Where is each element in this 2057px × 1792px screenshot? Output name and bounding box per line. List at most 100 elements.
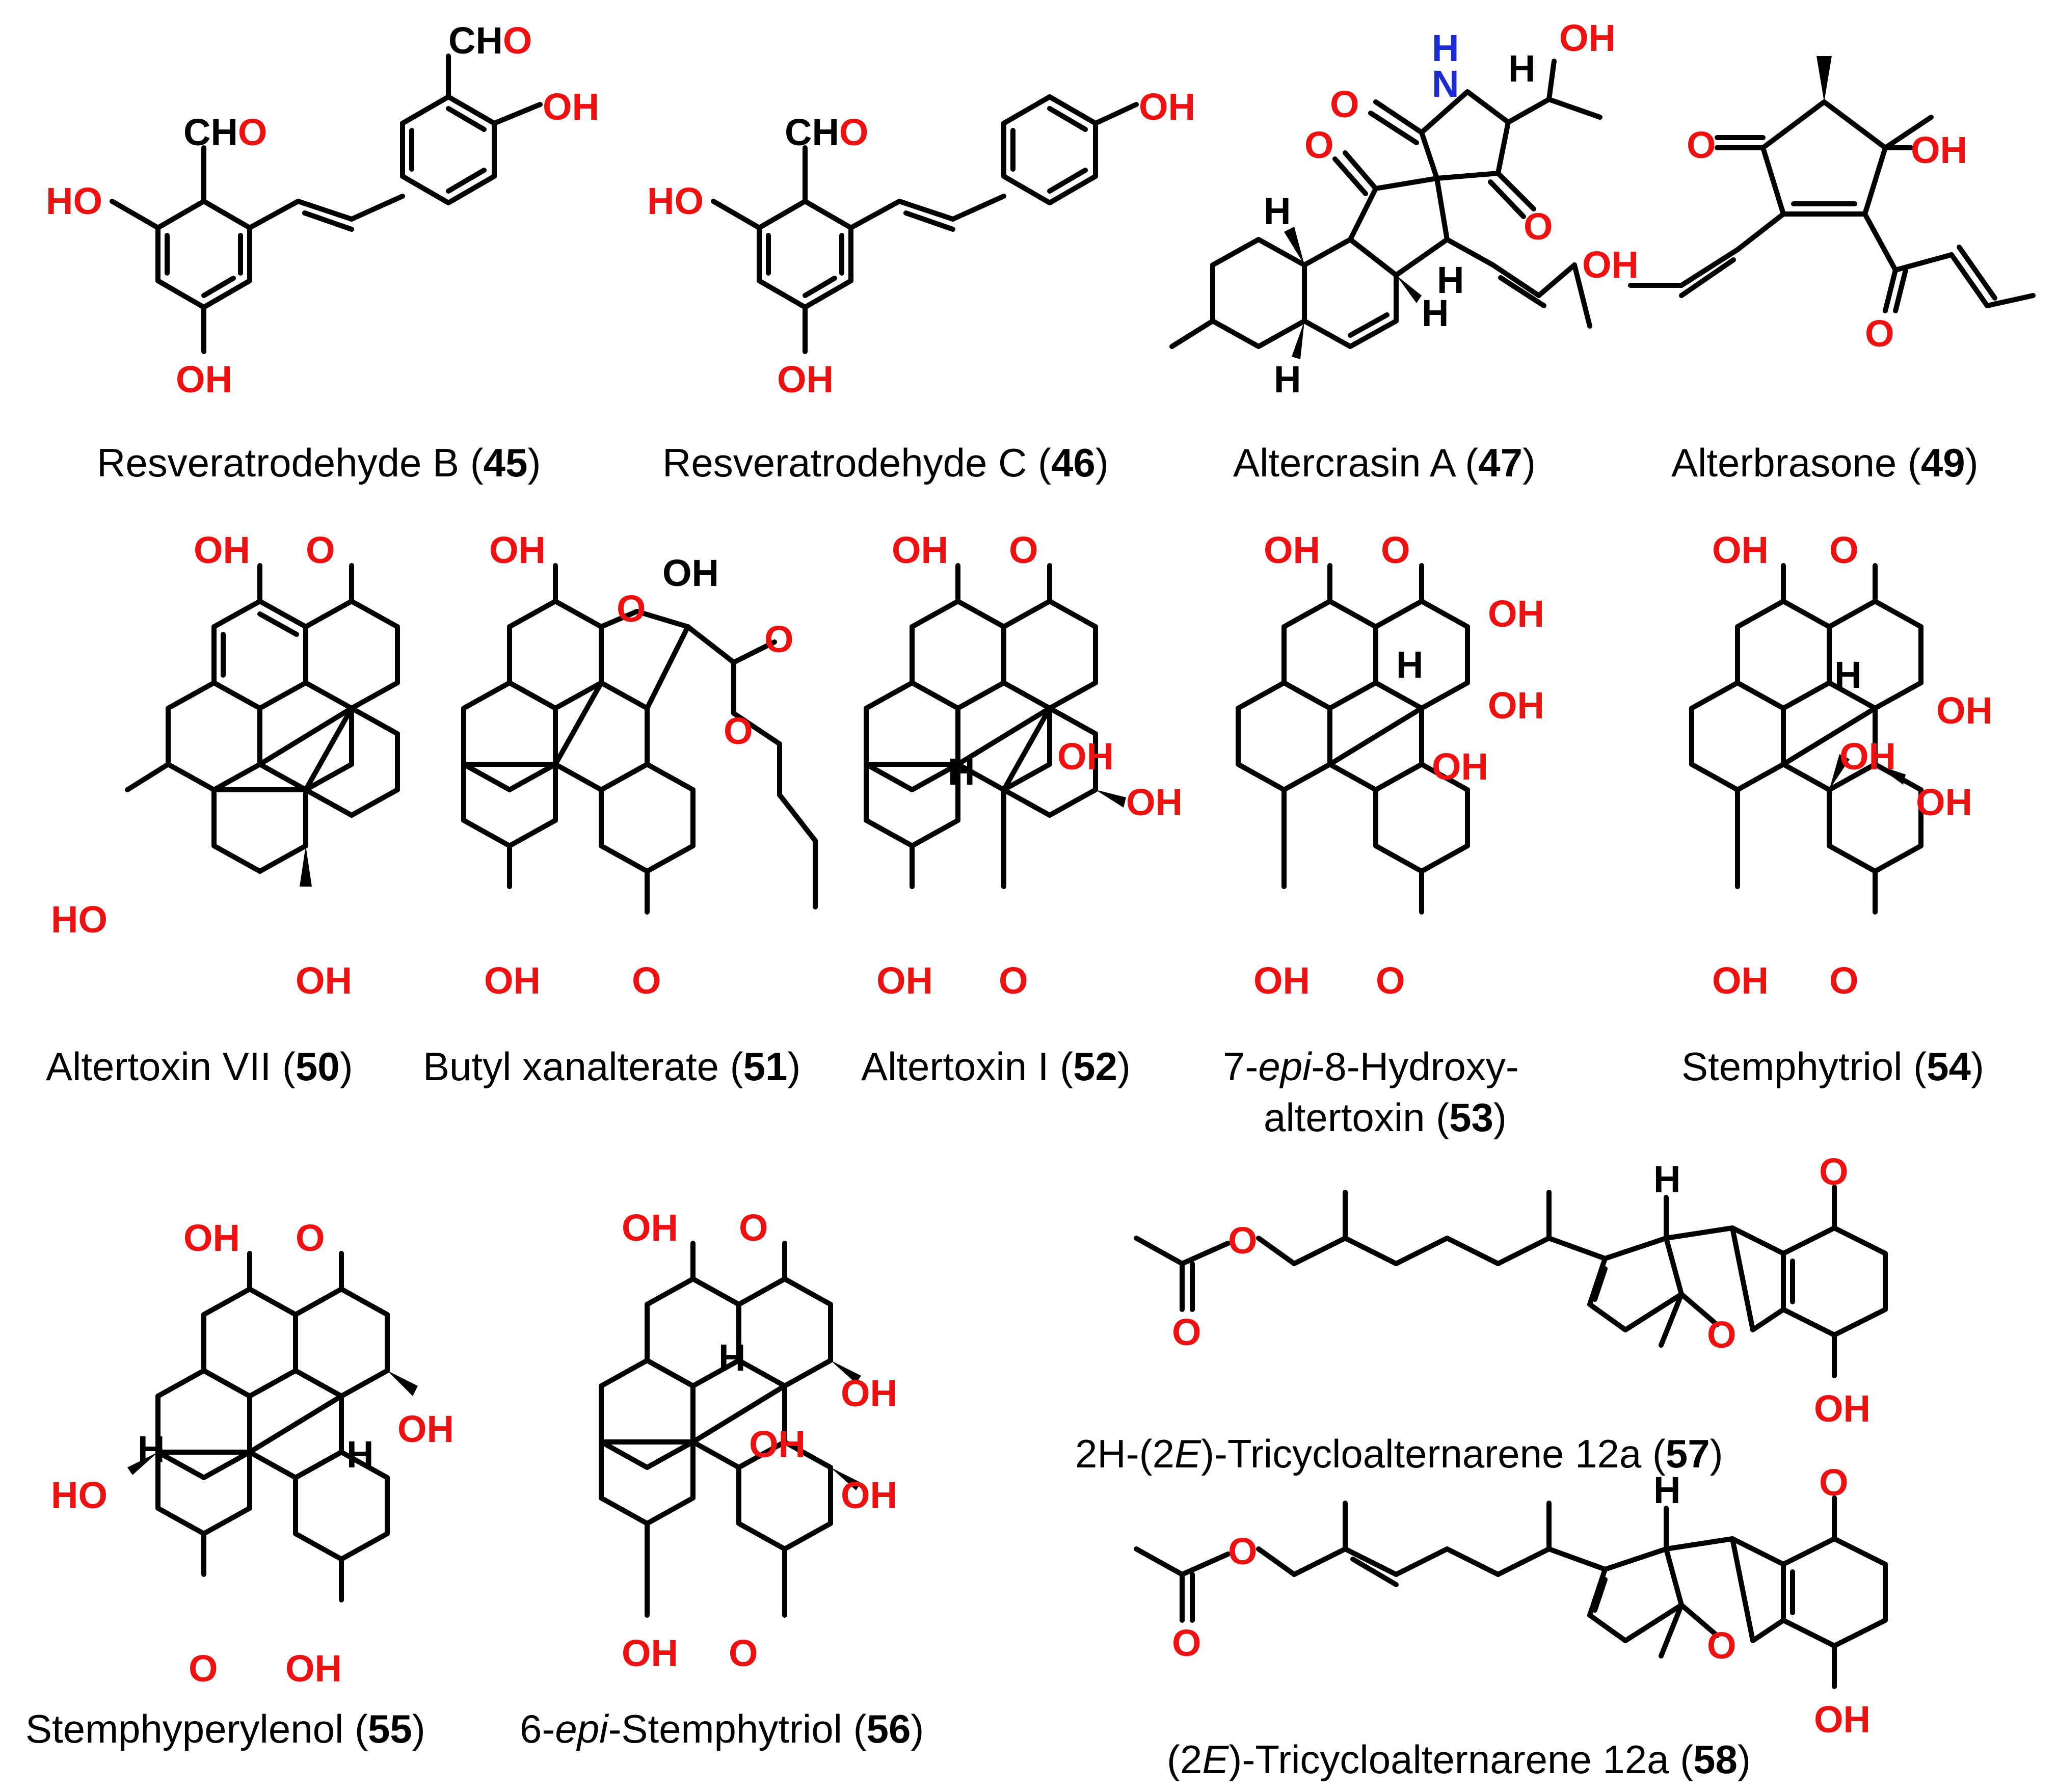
- cho-carbon-label: CH: [448, 19, 503, 62]
- structure-46: CHO HO OH OH Resveratrodehyde C (46): [647, 86, 1195, 485]
- caption-47: Altercrasin A (47): [1233, 440, 1536, 485]
- hydroxy-label: OH: [1712, 959, 1769, 1002]
- stereo-hydrogen-label: H: [1508, 47, 1535, 90]
- cho-carbon-label: CH: [785, 111, 839, 153]
- stereo-hydrogen-label: H: [1653, 1469, 1680, 1511]
- hydroxy-label: OH: [1488, 593, 1544, 635]
- hydroxy-label: OH: [1936, 689, 1993, 732]
- amide-nitrogen-label: N: [1432, 63, 1459, 105]
- hydroxy-label: OH: [1432, 745, 1488, 788]
- structure-53: OH O OH H OH OH OH O 7-epi-8-Hydroxy- al…: [1223, 529, 1544, 1140]
- stereo-hydrogen-label: H: [1422, 292, 1449, 334]
- ester-oxygen-label: O: [1228, 1530, 1258, 1572]
- amide-hydrogen-label: H: [1432, 27, 1459, 69]
- carbonyl-oxygen-label: O: [1687, 124, 1716, 166]
- carbonyl-oxygen-label: O: [729, 1632, 758, 1674]
- hydroxy-label: OH: [296, 959, 352, 1002]
- hydroxy-label: OH: [397, 1408, 454, 1450]
- caption-52: Altertoxin I (52): [861, 1044, 1131, 1089]
- stereo-hydrogen-label: H: [718, 1336, 745, 1379]
- caption-46: Resveratrodehyde C (46): [662, 440, 1109, 485]
- svg-text:CHO: CHO: [785, 111, 868, 153]
- structure-58: O O H O O OH (2E)-Tricycloalternarene 12…: [1134, 1461, 1888, 1782]
- structure-57: O O H O O OH 2H-(2E)-Tricycloalternarene…: [1075, 1151, 1888, 1476]
- carbonyl-oxygen-label: O: [1524, 205, 1553, 248]
- carbonyl-oxygen-label: O: [1376, 959, 1405, 1002]
- hydroxy-label: OH: [1814, 1387, 1871, 1430]
- caption-54: Stemphytriol (54): [1681, 1044, 1984, 1089]
- hydroxy-label: HO: [51, 1474, 108, 1516]
- ester-oxygen-label: O: [1228, 1219, 1258, 1262]
- carbonyl-oxygen-label: O: [1304, 124, 1334, 166]
- hydroxy-label: OH: [1264, 529, 1320, 571]
- caption-53-line2: altertoxin (53): [1264, 1095, 1507, 1140]
- hydroxy-label: OH: [892, 529, 948, 571]
- hydroxy-label: OH: [749, 1423, 806, 1465]
- hydroxy-label: OH: [662, 552, 719, 594]
- hydroxy-label: OH: [484, 959, 541, 1002]
- carbonyl-oxygen-label: O: [306, 529, 335, 571]
- structure-49: O OH O Alterbrasone (49): [1628, 56, 2036, 485]
- caption-53-line1: 7-epi-8-Hydroxy-: [1223, 1044, 1519, 1089]
- carbonyl-oxygen-label: O: [1819, 1461, 1849, 1504]
- hydroxy-label: OH: [1057, 735, 1114, 778]
- stereo-hydrogen-label: H: [346, 1433, 373, 1476]
- stereo-hydrogen-label: H: [1274, 358, 1301, 400]
- caption-45: Resveratrodehyde B (45): [97, 440, 541, 485]
- hydroxy-label: OH: [1253, 959, 1310, 1002]
- hydroxy-label: OH: [183, 1217, 240, 1259]
- ring-oxygen-label: O: [1707, 1314, 1737, 1356]
- structure-50: OH O HO OH Altertoxin VII (50): [46, 529, 400, 1089]
- caption-49: Alterbrasone (49): [1671, 440, 1979, 485]
- svg-text:CHO: CHO: [448, 19, 532, 62]
- hydroxy-label: OH: [1559, 17, 1616, 59]
- carbonyl-oxygen-label: O: [632, 959, 661, 1002]
- structure-56: OH O H OH OH OH OH O 6-epi-Stemphytriol …: [520, 1207, 924, 1751]
- stereo-hydrogen-label: H: [1834, 654, 1861, 696]
- ring-oxygen-label: O: [617, 587, 646, 630]
- hydroxy-label: OH: [1126, 781, 1183, 823]
- hydroxy-label: OH: [1911, 129, 1967, 171]
- carbonyl-oxygen-label: O: [764, 618, 794, 660]
- hydroxy-label: HO: [51, 898, 108, 941]
- ring-oxygen-label: O: [1707, 1624, 1737, 1667]
- cho-oxygen-label: O: [238, 111, 268, 153]
- caption-57: 2H-(2E)-Tricycloalternarene 12a (57): [1075, 1431, 1723, 1476]
- carbonyl-oxygen-label: O: [1829, 959, 1859, 1002]
- hydroxy-label: OH: [1582, 244, 1639, 286]
- stereo-hydrogen-label: H: [138, 1428, 165, 1470]
- hydroxy-label: OH: [176, 358, 232, 400]
- stereo-hydrogen-label: H: [1437, 259, 1464, 301]
- hydroxy-label: OH: [876, 959, 933, 1002]
- carbonyl-oxygen-label: O: [1330, 83, 1359, 125]
- carbonyl-oxygen-label: O: [1381, 529, 1410, 571]
- hydroxy-label: OH: [622, 1632, 678, 1674]
- carbonyl-oxygen-label: O: [999, 959, 1028, 1002]
- carbonyl-oxygen-label: O: [1865, 312, 1894, 355]
- cho-carbon-label: CH: [183, 111, 238, 153]
- svg-text:CHO: CHO: [183, 111, 267, 153]
- carbonyl-oxygen-label: O: [1172, 1311, 1201, 1353]
- caption-50: Altertoxin VII (50): [46, 1044, 353, 1089]
- hydroxy-label: OH: [1488, 684, 1544, 727]
- stereo-hydrogen-label: H: [1396, 644, 1423, 686]
- caption-51: Butyl xanalterate (51): [423, 1044, 800, 1089]
- structure-52: OH O OH H OH OH O Altertoxin I (52): [861, 529, 1183, 1089]
- caption-56: 6-epi-Stemphytriol (56): [520, 1706, 924, 1751]
- hydroxy-label: OH: [841, 1372, 897, 1414]
- hydroxy-label: HO: [647, 180, 704, 222]
- hydroxy-label: OH: [1712, 529, 1769, 571]
- hydroxy-label: OH: [841, 1474, 897, 1516]
- carbonyl-oxygen-label: O: [1829, 529, 1859, 571]
- carbonyl-oxygen-label: O: [189, 1647, 218, 1690]
- carbonyl-oxygen-label: O: [739, 1207, 768, 1249]
- hydroxy-label: OH: [194, 529, 250, 571]
- carbonyl-oxygen-label: O: [1172, 1622, 1201, 1664]
- stereo-hydrogen-label: H: [1264, 190, 1291, 232]
- carbonyl-oxygen-label: O: [1819, 1151, 1849, 1193]
- hydroxy-label: OH: [1139, 86, 1195, 128]
- structure-45: CHO HO OH CHO OH Resveratrodehyde B (45): [46, 19, 599, 485]
- hydroxy-label: OH: [285, 1647, 342, 1690]
